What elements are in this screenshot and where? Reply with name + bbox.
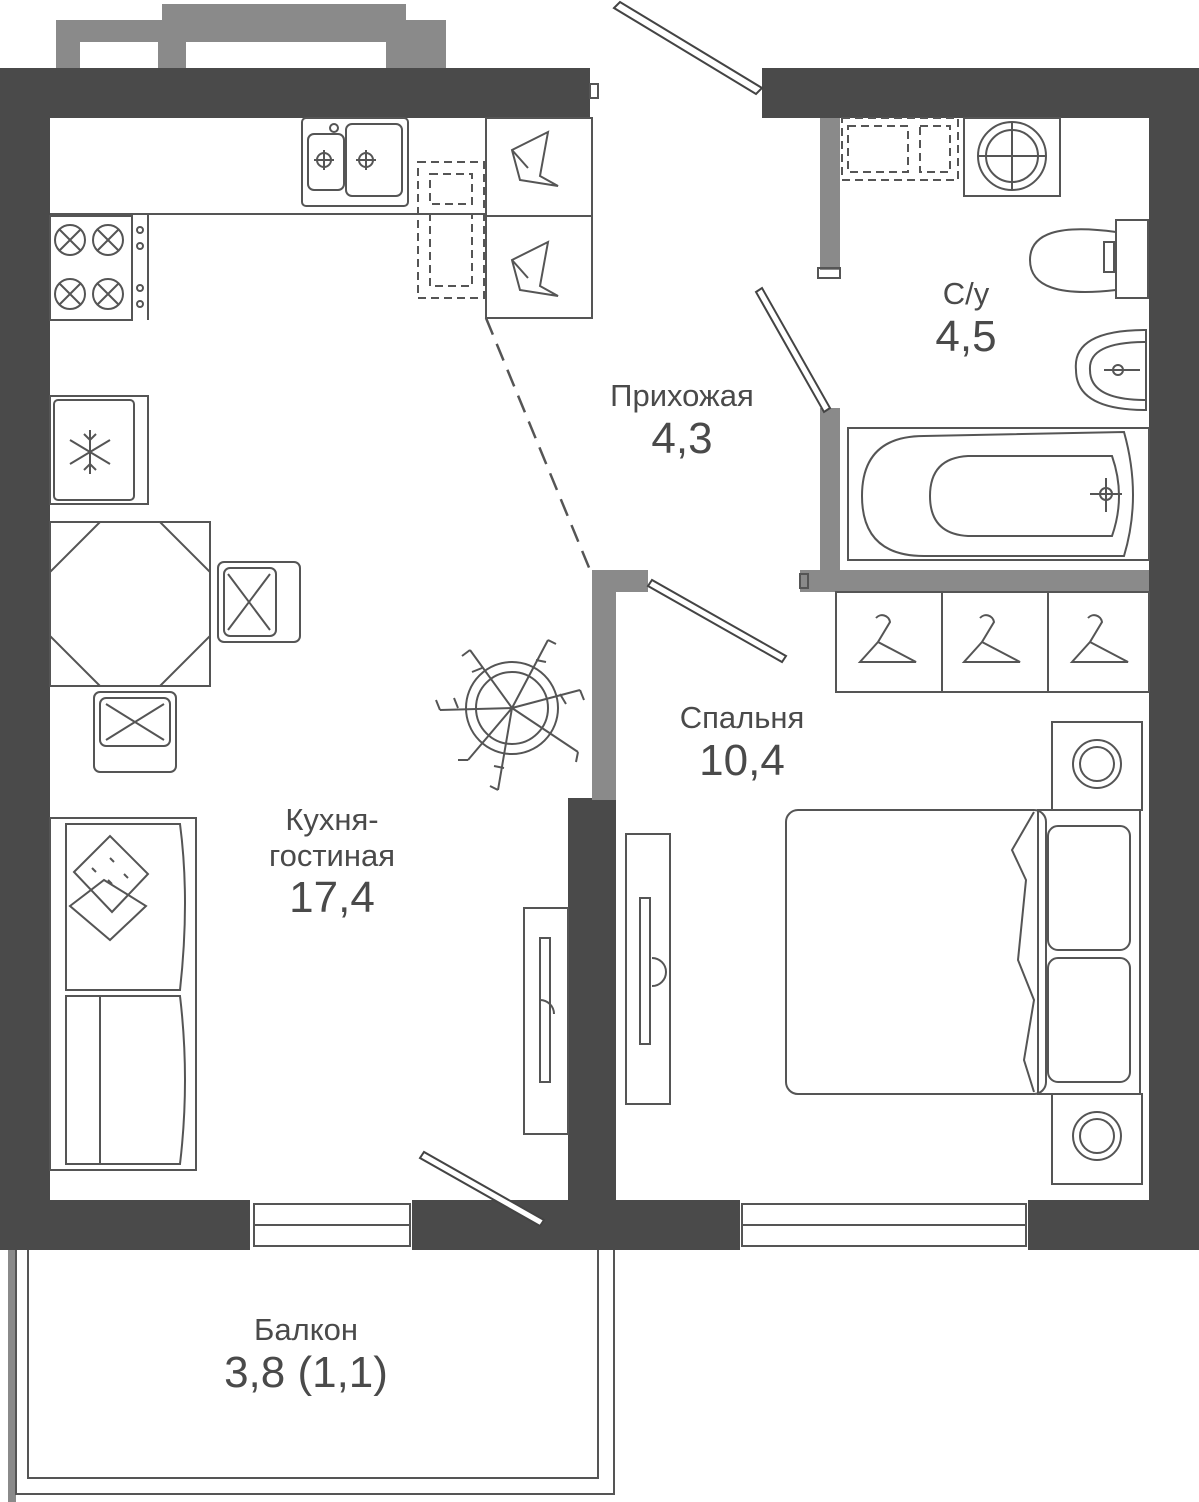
kitchen-living-label: Кухня- гостиная 17,4 <box>232 802 432 924</box>
sink-icon <box>301 117 409 207</box>
kitchen-living-area: 17,4 <box>289 873 375 923</box>
dining-table-icon <box>49 521 211 687</box>
hallway-label: Прихожая 4,3 <box>582 378 782 464</box>
hallway-name: Прихожая <box>610 378 754 413</box>
zone-divider <box>484 317 592 571</box>
balcony-area: 3,8 (1,1) <box>224 1347 388 1397</box>
bottom-balcony <box>8 1250 615 1502</box>
kitchen-living-name-line1: Кухня- <box>285 802 379 837</box>
nightstand-icon <box>1051 721 1143 1185</box>
chair-icon <box>93 561 301 773</box>
bed-icon <box>785 809 1141 1095</box>
stove-icon <box>49 215 144 321</box>
door-icon <box>418 0 832 1228</box>
bathroom-label: С/у 4,5 <box>886 276 1046 362</box>
tv-icon <box>523 833 671 1135</box>
balcony-name: Балкон <box>254 1312 358 1347</box>
toilet-icon <box>1028 219 1149 299</box>
bathroom-area: 4,5 <box>935 311 997 361</box>
partition-walls <box>592 118 1149 800</box>
bedroom-name: Спальня <box>679 700 805 735</box>
wardrobe-icon <box>835 591 1150 693</box>
kitchen-counter <box>50 117 593 320</box>
washing-machine-icon <box>841 117 1061 197</box>
bathtub-icon <box>847 427 1150 561</box>
plant-icon <box>435 639 585 791</box>
top-balcony-frame <box>56 4 446 68</box>
bedroom-label: Спальня 10,4 <box>642 700 842 786</box>
kitchen-living-name-line2: гостиная <box>268 837 396 873</box>
washbasin-icon <box>1074 328 1147 412</box>
exterior-walls <box>0 68 1199 1250</box>
sofa-icon <box>49 817 197 1171</box>
balcony-label: Балкон 3,8 (1,1) <box>186 1312 426 1398</box>
window-icon <box>253 1203 1027 1247</box>
bedroom-area: 10,4 <box>699 735 785 785</box>
refrigerator-icon <box>49 395 149 505</box>
bathroom-name: С/у <box>942 276 990 311</box>
hallway-area: 4,3 <box>651 413 713 463</box>
wardrobe-icon <box>417 130 559 299</box>
